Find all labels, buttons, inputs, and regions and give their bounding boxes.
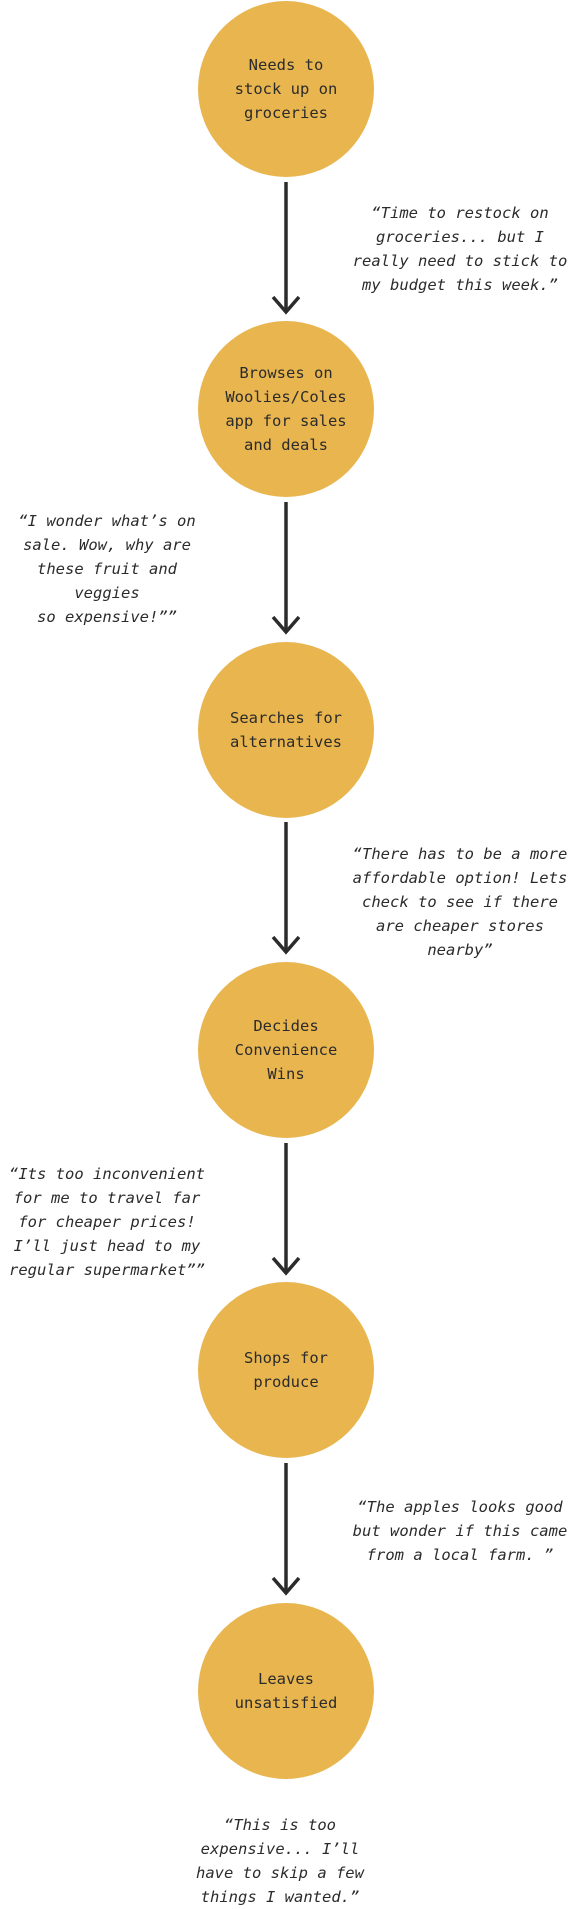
step-node-1: Needs to stock up on groceries [198,1,374,177]
flow-arrow-5 [271,1463,301,1597]
thought-quote-3: “There has to be a more affordable optio… [352,845,568,959]
step-label: Browses on Woolies/Coles app for sales a… [225,364,347,454]
thought-quote-5: “The apples looks good but wonder if thi… [352,1498,568,1564]
step-label: Searches for alternatives [230,709,342,751]
step-node-2: Browses on Woolies/Coles app for sales a… [198,321,374,497]
step-node-5: Shops for produce [198,1282,374,1458]
thought-quote-2: “I wonder what’s on sale. Wow, why are t… [18,512,196,626]
flow-arrow-4 [271,1143,301,1277]
thought-quote-1: “Time to restock on groceries... but I r… [352,204,568,294]
flow-arrow-3 [271,822,301,956]
step-node-3: Searches for alternatives [198,642,374,818]
thought-quote-6: “This is too expensive... I’ll have to s… [196,1816,364,1906]
step-node-4: Decides Convenience Wins [198,962,374,1138]
flow-arrow-1 [271,182,301,316]
step-label: Decides Convenience Wins [234,1017,338,1083]
step-label: Leaves unsatisfied [234,1670,338,1712]
flow-arrow-2 [271,502,301,636]
step-label: Needs to stock up on groceries [234,56,338,122]
thought-quote-4: “Its too inconvenient for me to travel f… [9,1165,205,1279]
step-label: Shops for produce [244,1349,328,1391]
step-node-6: Leaves unsatisfied [198,1603,374,1779]
